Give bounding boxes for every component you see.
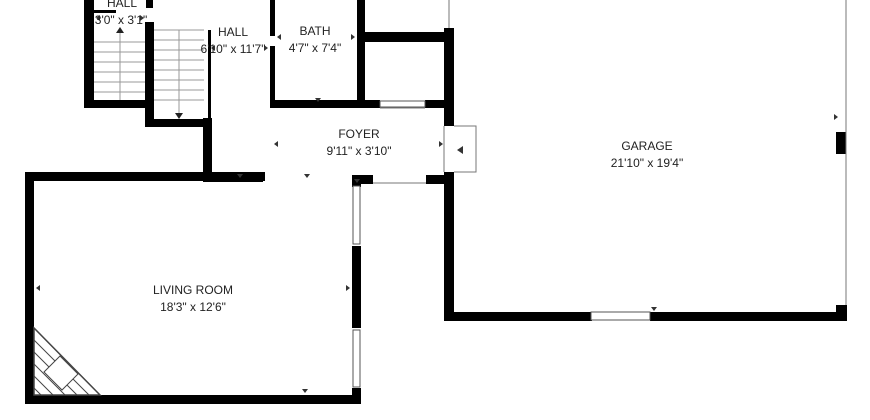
tick-marker xyxy=(264,45,268,51)
room-dim-hall: 6'10" x 11'7" xyxy=(201,42,266,56)
window-living-right-upper xyxy=(352,185,361,245)
room-name-hall: HALL xyxy=(218,25,248,39)
wall-garage-right-stub xyxy=(836,305,847,321)
window-garage-bottom xyxy=(590,311,651,321)
room-dim-garage: 21'10" x 19'4" xyxy=(611,156,684,170)
wall-closet-left xyxy=(357,42,365,107)
wall-hall-right xyxy=(203,118,212,176)
room-name-living: LIVING ROOM xyxy=(153,283,233,297)
stair-down-arrow-icon xyxy=(175,113,183,119)
wall-garage-left-top xyxy=(444,28,454,126)
wall-living-right-mid xyxy=(352,246,361,328)
tick-marker xyxy=(651,307,657,311)
room-name-bath: BATH xyxy=(299,24,330,38)
tick-marker xyxy=(277,34,281,40)
wall-bath-right xyxy=(357,0,365,32)
dimension-ticks xyxy=(36,15,838,393)
tick-marker xyxy=(315,98,321,102)
wall-foyer-bottom-right xyxy=(426,175,454,184)
foyer-entry-door xyxy=(454,125,477,173)
room-dim-bath: 4'7" x 7'4" xyxy=(289,41,341,55)
tick-marker xyxy=(274,141,278,147)
tick-marker xyxy=(36,285,40,291)
fireplace xyxy=(33,326,102,396)
stair-arrows xyxy=(116,27,183,119)
stairs xyxy=(94,29,204,116)
walls xyxy=(25,0,847,404)
wall-living-top xyxy=(25,172,265,181)
windows xyxy=(352,100,651,388)
wall-hall-small-left xyxy=(84,0,94,108)
tick-marker xyxy=(834,114,838,120)
tick-marker xyxy=(457,146,463,154)
wall-closet-top xyxy=(357,32,450,42)
tick-marker xyxy=(211,45,215,51)
fireplace-firebox xyxy=(43,355,79,391)
room-name-foyer: FOYER xyxy=(338,127,380,141)
wall-living-right-bottom xyxy=(352,388,361,404)
tick-marker xyxy=(351,34,355,40)
tick-marker xyxy=(439,141,443,147)
wall-garage-bottom-left xyxy=(444,312,592,321)
wall-bath-bottom xyxy=(270,100,380,108)
wall-hall-small-bottom xyxy=(84,100,154,108)
wall-stair-left xyxy=(145,22,154,127)
room-labels: HALL 3'0" x 3'1" HALL 6'10" x 11'7" BATH… xyxy=(95,0,683,314)
wall-bath-left xyxy=(270,0,275,36)
stair-up-arrow-icon xyxy=(116,27,124,33)
window-bath-bottom xyxy=(379,100,426,108)
tick-marker xyxy=(346,285,350,291)
wall-garage-bottom-right xyxy=(650,312,847,321)
tick-marker xyxy=(304,174,310,178)
wall-garage-right-door xyxy=(836,132,846,154)
wall-closet-bottom xyxy=(425,100,450,108)
room-dim-foyer: 9'11" x 3'10" xyxy=(327,144,392,158)
room-name-garage: GARAGE xyxy=(621,139,672,153)
tick-marker xyxy=(354,179,360,183)
room-dim-living: 18'3" x 12'6" xyxy=(160,300,226,314)
wall-hall-right-stub xyxy=(208,30,211,118)
wall-living-left xyxy=(25,172,34,404)
tick-marker xyxy=(302,389,308,393)
wall-stair-bottom xyxy=(145,119,205,127)
room-name-hall-small: HALL xyxy=(107,0,137,10)
tick-marker xyxy=(237,174,243,178)
window-living-right-lower xyxy=(352,329,361,388)
tick-marker xyxy=(96,15,100,21)
tick-marker xyxy=(140,15,144,21)
wall-living-bottom xyxy=(25,395,361,404)
thin-lines xyxy=(373,0,847,305)
wall-hall-small-right xyxy=(146,0,153,8)
room-dim-hall-small: 3'0" x 3'1" xyxy=(95,13,147,27)
wall-bath-left-lower xyxy=(270,46,275,106)
wall-foyer-bottom-mid xyxy=(352,175,373,184)
wall-garage-left-bottom xyxy=(444,172,454,321)
wall-hall-small-top-stub xyxy=(94,10,116,13)
